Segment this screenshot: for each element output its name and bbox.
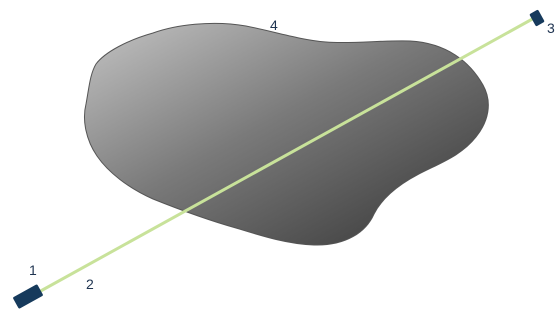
obstacle-object [83, 22, 489, 246]
emitter-device [13, 284, 43, 309]
receiver-device [529, 9, 545, 27]
object-label: 4 [270, 17, 278, 33]
receiver-label: 3 [547, 20, 555, 36]
emitter-label: 1 [29, 262, 37, 278]
light-beam [26, 15, 538, 300]
beam-label: 2 [86, 276, 94, 292]
